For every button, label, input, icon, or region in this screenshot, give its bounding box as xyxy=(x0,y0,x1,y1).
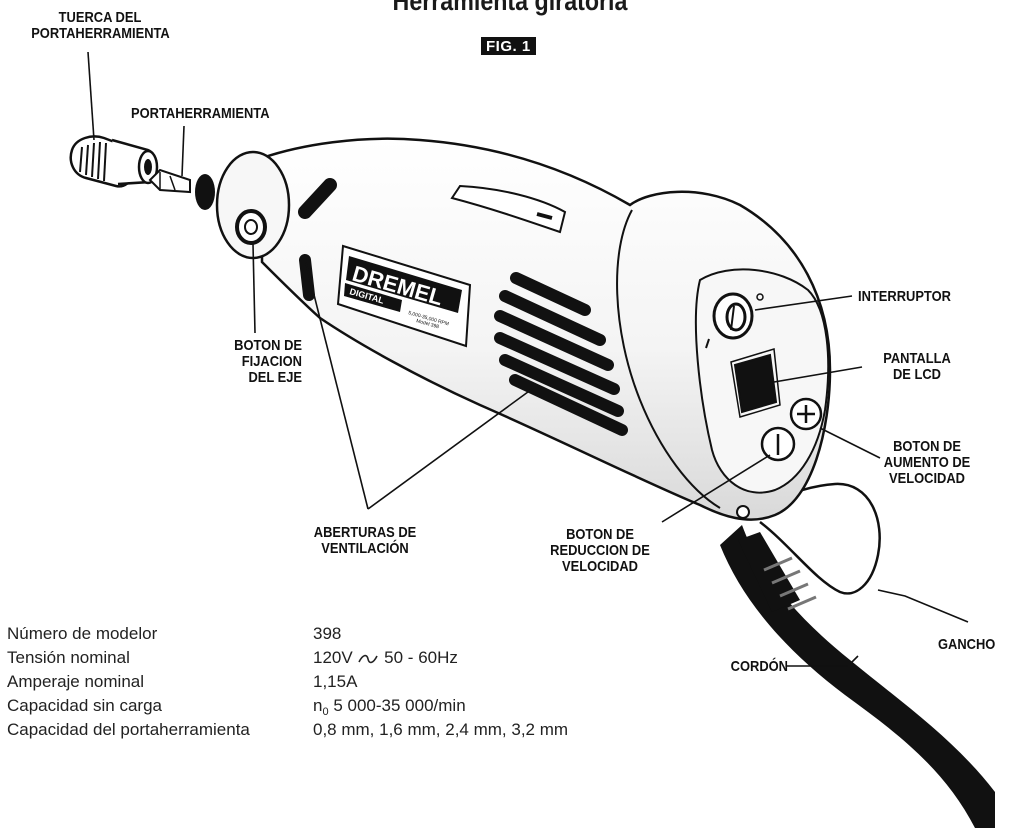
spec-value: 398 xyxy=(313,624,342,643)
callout-shaft-lock: BOTON DE FIJACION DEL EJE xyxy=(214,338,302,386)
hook-wire xyxy=(747,482,881,595)
frequency-value: 50 - 60Hz xyxy=(384,648,458,667)
strain-relief-ridges xyxy=(763,556,817,611)
callout-collet: PORTAHERRAMIENTA xyxy=(131,106,270,122)
callout-line: BOTON DE xyxy=(566,526,634,543)
spec-label: Amperaje nominal xyxy=(7,672,145,691)
spec-value: 0,8 mm, 1,6 mm, 2,4 mm, 3,2 mm xyxy=(313,720,569,739)
callout-line: FIJACION xyxy=(241,353,302,370)
callout-line: VENTILACIÓN xyxy=(321,540,409,557)
shaft-lock-button xyxy=(235,209,267,245)
lcd-display xyxy=(733,353,778,414)
front-vent-slot xyxy=(299,254,315,301)
collet-nut xyxy=(69,135,159,188)
top-window xyxy=(450,184,567,234)
callout-line: ABERTURAS DE xyxy=(313,524,417,541)
spec-label: Número de modelor xyxy=(7,624,158,643)
callout-line: TUERCA DEL xyxy=(58,9,142,26)
callout-switch: INTERRUPTOR xyxy=(858,289,951,305)
cord-strain-relief xyxy=(738,532,800,612)
callout-line: VELOCIDAD xyxy=(889,470,965,487)
page-title: Herramienta giratoria xyxy=(392,0,628,16)
callout-line: PORTAHERRAMIENTA xyxy=(31,25,170,42)
spec-row: Capacidad sin carga n0 5 000-35 000/min xyxy=(7,696,568,720)
speed-symbol: n xyxy=(313,696,323,715)
tool-body xyxy=(260,137,832,521)
callout-line: DEL EJE xyxy=(248,369,302,386)
spec-row: Capacidad del portaherramienta 0,8 mm, 1… xyxy=(7,720,568,744)
speed-symbol-subscript: 0 xyxy=(322,706,329,718)
callout-line: BOTON DE xyxy=(234,337,302,354)
voltage-value: 120V xyxy=(313,648,353,667)
callout-line: BOTON DE xyxy=(893,438,961,455)
ac-wave-icon xyxy=(358,654,379,663)
callout-line: PANTALLA xyxy=(883,350,951,367)
spec-label: Tensión nominal xyxy=(7,648,130,667)
figure-label: FIG. 1 xyxy=(481,37,536,55)
callout-line: VELOCIDAD xyxy=(562,558,638,575)
spec-row: Amperaje nominal 1,15A xyxy=(7,672,568,696)
spec-row: Número de modelor 398 xyxy=(7,624,568,648)
callout-line: DE LCD xyxy=(892,366,942,383)
callout-cord: CORDÓN xyxy=(704,659,788,675)
callout-line: REDUCCION DE xyxy=(550,542,650,559)
front-vent-slot xyxy=(298,178,337,219)
rear-cap-outline xyxy=(616,209,721,509)
specifications-table: Número de modelor 398 Tensión nominal 12… xyxy=(7,624,568,744)
power-cord xyxy=(720,525,995,828)
spec-value: 120V 50 - 60Hz xyxy=(313,648,568,672)
callout-line: INTERRUPTOR xyxy=(858,288,951,305)
callout-collet-nut: TUERCA DEL PORTAHERRAMIENTA xyxy=(31,9,170,42)
main-vent-slots xyxy=(494,272,628,436)
callout-lcd: PANTALLA DE LCD xyxy=(878,351,955,383)
spec-value: n0 5 000-35 000/min xyxy=(313,696,568,720)
callout-speed-up: BOTON DE AUMENTO DE VELOCIDAD xyxy=(880,439,975,487)
spec-label: Capacidad sin carga xyxy=(7,696,162,715)
callout-speed-down: BOTON DE REDUCCION DE VELOCIDAD xyxy=(544,527,656,575)
spec-row: Tensión nominal 120V 50 - 60Hz xyxy=(7,648,568,672)
callout-line: CORDÓN xyxy=(730,658,788,675)
brand-label-plate: DREMEL DIGITAL 5,000-35,000 RPM Model 39… xyxy=(336,244,472,348)
spec-value: 1,15A xyxy=(313,672,358,691)
callout-hook: GANCHO xyxy=(938,637,995,653)
callout-vents: ABERTURAS DE VENTILACIÓN xyxy=(309,525,421,557)
leader-lines xyxy=(87,51,969,667)
callout-line: AUMENTO DE xyxy=(883,454,971,471)
callout-line: PORTAHERRAMIENTA xyxy=(131,105,270,122)
spec-label: Capacidad del portaherramienta xyxy=(7,720,250,739)
callout-line: GANCHO xyxy=(938,636,996,653)
no-load-speed-value: 5 000-35 000/min xyxy=(333,696,466,715)
collet xyxy=(148,168,191,194)
